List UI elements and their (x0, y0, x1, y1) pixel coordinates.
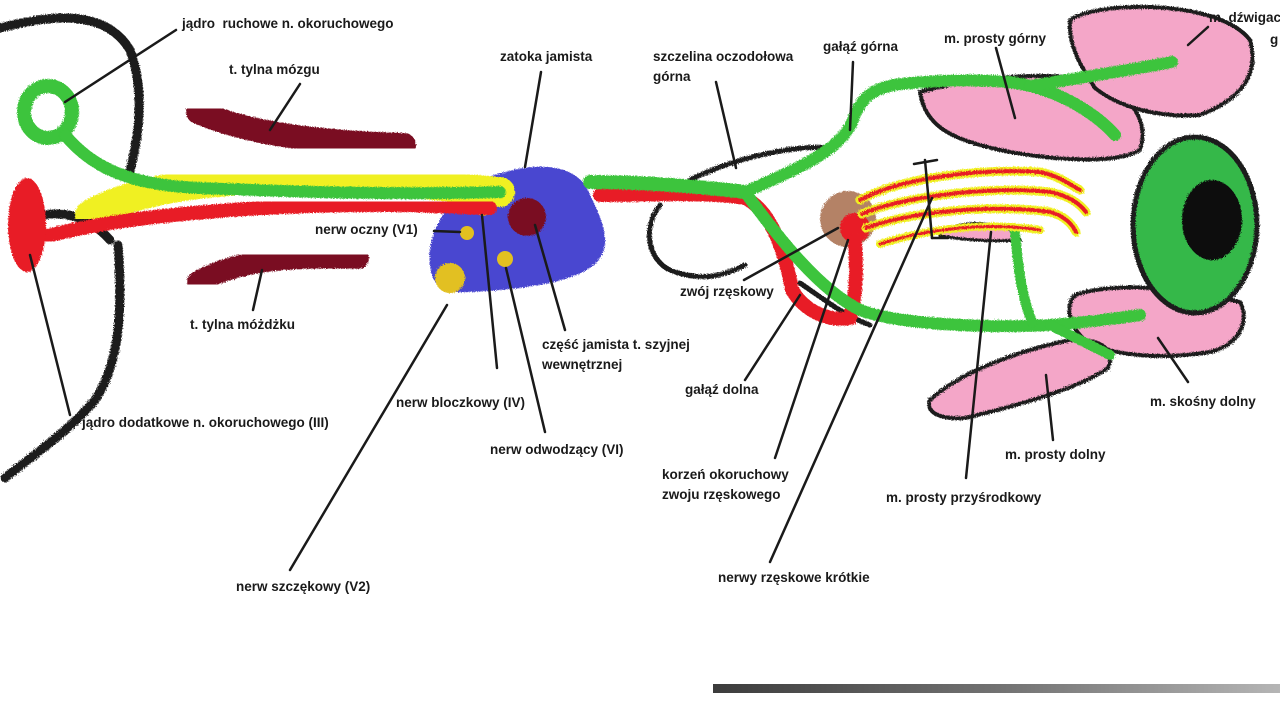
label-orbital-fissure-line2: górna (653, 69, 691, 84)
ophthalmic-nerve-v1-dot (460, 226, 474, 240)
label-oculomotor-root-line1: korzeń okoruchowy (662, 467, 789, 482)
label-posterior-cerebellar-artery: t. tylna móżdżku (190, 317, 296, 332)
label-levator-line2: g (1270, 32, 1279, 47)
maxillary-nerve-v2-dot (435, 263, 465, 293)
label-accessory-nucleus: jądro dodatkowe n. okoruchowego (III) (82, 415, 329, 430)
label-cavernous-sinus: zatoka jamista (500, 49, 593, 64)
label-trochlear-nerve: nerw bloczkowy (IV) (396, 395, 526, 410)
abducens-nerve-dot (497, 251, 513, 267)
eyeball (1130, 134, 1260, 316)
leader-lines (28, 25, 1210, 572)
label-ciliary-ganglion: zwój rzęskowy (680, 284, 774, 299)
label-orbital-fissure-line1: szczelina oczodołowa (653, 49, 794, 64)
label-oculomotor-motor-nucleus: jądro ruchowe n. okoruchowego (182, 16, 394, 31)
accessory-nucleus (8, 178, 46, 272)
posterior-cerebellar-artery (187, 246, 369, 293)
pupil (1182, 180, 1242, 260)
label-inferior-oblique: m. skośny dolny (1150, 394, 1256, 409)
label-medial-rectus: m. prosty przyśrodkowy (886, 490, 1042, 505)
label-short-ciliary-nerves: nerwy rzęskowe krótkie (718, 570, 870, 585)
label-superior-branch: gałąź górna (823, 39, 899, 54)
label-posterior-cerebral-artery: t. tylna mózgu (229, 62, 320, 77)
short-ciliary-nerves (855, 166, 1091, 248)
label-maxillary-nerve: nerw szczękowy (V2) (236, 579, 371, 594)
label-inferior-branch: gałąź dolna (685, 382, 759, 397)
internal-carotid-cavernous (508, 198, 546, 236)
label-abducens-nerve: nerw odwodzący (VI) (490, 442, 624, 457)
label-levator-line1: m. dźwigacz (1209, 10, 1280, 25)
superior-branch (739, 74, 1121, 198)
label-superior-rectus: m. prosty górny (944, 31, 1047, 46)
posterior-cerebral-artery (186, 100, 416, 157)
video-progress-bar[interactable] (713, 684, 1280, 693)
inferior-branch (739, 186, 1146, 333)
label-inferior-rectus: m. prosty dolny (1005, 447, 1106, 462)
label-internal-carotid-line2: wewnętrznej (542, 357, 623, 372)
orbital-fissure-outline (646, 145, 873, 328)
ciliary-ganglion-core (840, 213, 870, 243)
oculomotor-nucleus (17, 79, 79, 145)
red-pathway (33, 197, 497, 245)
label-ophthalmic-nerve: nerw oczny (V1) (315, 222, 418, 237)
label-internal-carotid-line1: część jamista t. szyjnej (542, 337, 690, 352)
oculomotor-nerve (17, 56, 1178, 360)
superior-rectus-muscle (917, 73, 1145, 162)
label-oculomotor-root-line2: zwoju rzęskowego (662, 487, 781, 502)
inferior-rectus-muscle (927, 337, 1113, 421)
